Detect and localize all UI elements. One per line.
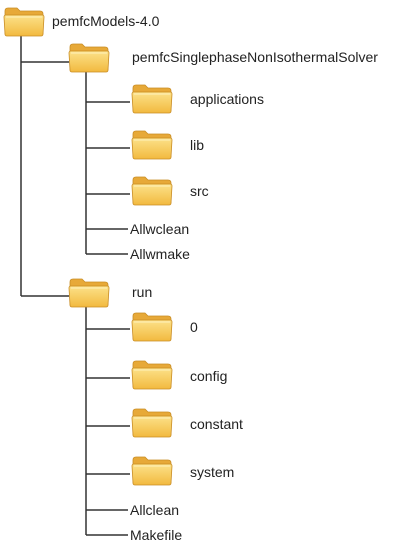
- solver-folder-label: pemfcSinglephaseNonIsothermalSolver: [132, 49, 378, 65]
- folder-0-label: 0: [190, 319, 198, 335]
- makefile-file-label: Makefile: [130, 527, 183, 543]
- folder-icon: [131, 454, 173, 486]
- allwmake-file-label: Allwmake: [130, 246, 190, 262]
- run-folder-label: run: [132, 284, 153, 300]
- src-folder-label: src: [190, 183, 209, 199]
- folder-icon: [131, 358, 173, 390]
- system-folder-label: system: [190, 464, 235, 480]
- folder-icon: [3, 5, 45, 37]
- folder-icon: [131, 174, 173, 206]
- folder-icon: [131, 82, 173, 114]
- config-folder-label: config: [190, 368, 228, 384]
- lib-folder-label: lib: [190, 137, 205, 153]
- root-folder-label: pemfcModels-4.0: [52, 13, 160, 29]
- folder-icon: [131, 406, 173, 438]
- folder-icon: [131, 310, 173, 342]
- allclean-file-label: Allclean: [130, 502, 180, 518]
- folder-icon: [131, 128, 173, 160]
- applications-folder-label: applications: [190, 91, 264, 107]
- folder-icon: [68, 276, 110, 308]
- allwclean-file-label: Allwclean: [130, 221, 190, 237]
- folder-icon: [68, 41, 110, 73]
- constant-folder-label: constant: [190, 416, 243, 432]
